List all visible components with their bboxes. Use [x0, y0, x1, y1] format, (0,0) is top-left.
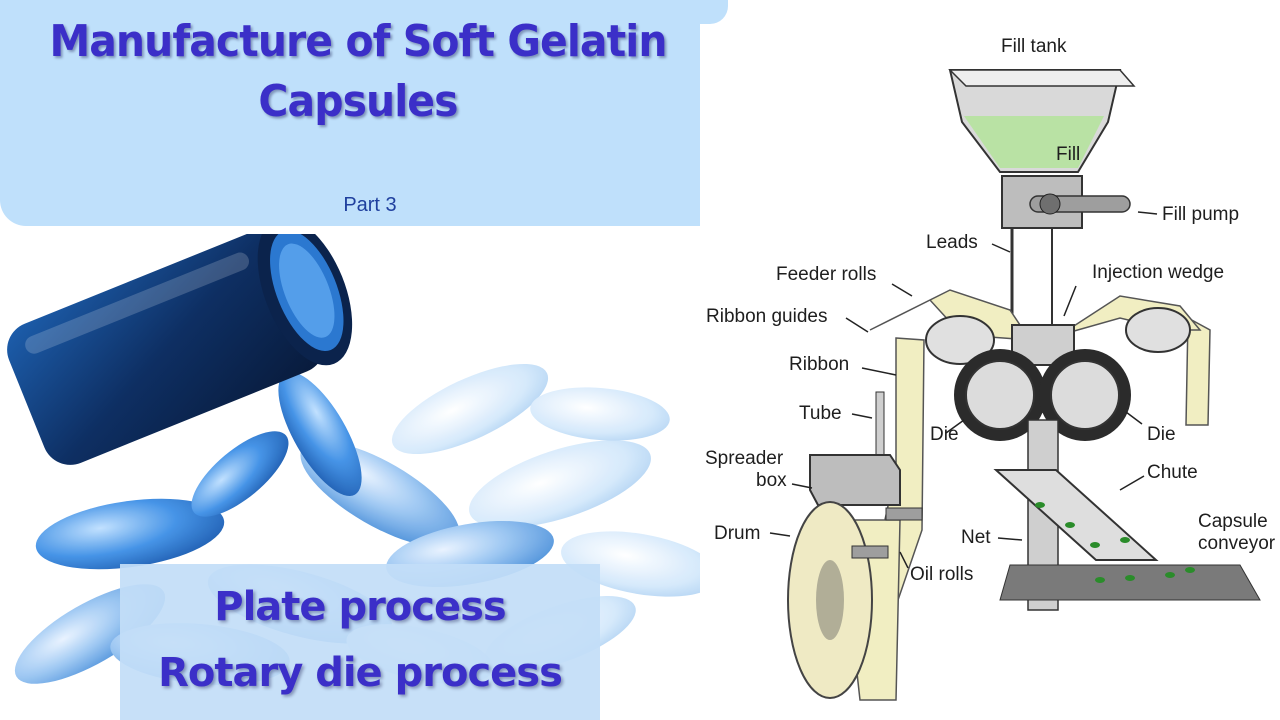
label-fill: Fill — [1056, 144, 1080, 165]
page-title: Manufacture of Soft Gelatin Capsules — [25, 12, 691, 132]
label-conveyor: conveyor — [1198, 533, 1276, 554]
capsule-conveyor — [999, 564, 1261, 601]
label-spreader: Spreader — [705, 448, 784, 469]
label-ribbon: Ribbon — [789, 354, 849, 375]
capsules — [1035, 502, 1195, 583]
die-left — [954, 349, 1046, 441]
process-panel — [120, 564, 600, 720]
label-die-right: Die — [1147, 424, 1176, 445]
label-box: box — [756, 470, 787, 491]
label-ribbon-guides: Ribbon guides — [706, 306, 827, 327]
oil-rolls — [851, 507, 923, 559]
label-feeder-rolls: Feeder rolls — [776, 264, 876, 285]
part-label: Part 3 — [343, 194, 397, 216]
label-fill-tank: Fill tank — [1001, 36, 1067, 57]
drum — [787, 501, 873, 699]
die-right — [1039, 349, 1131, 441]
label-die-left: Die — [930, 424, 959, 445]
label-fill-pump: Fill pump — [1162, 204, 1239, 225]
fill-tank — [948, 69, 1136, 173]
feeder-rolls — [925, 307, 1191, 365]
spreader-box — [809, 454, 901, 506]
label-injection-wedge: Injection wedge — [1092, 262, 1224, 283]
fill-pump — [1001, 175, 1131, 229]
title-line-2: Capsules — [258, 76, 458, 127]
title-banner — [0, 0, 700, 226]
process-item-rotary-die: Rotary die process — [158, 650, 563, 696]
bottle — [7, 234, 353, 465]
label-drum: Drum — [714, 523, 760, 544]
label-leads: Leads — [926, 232, 978, 253]
label-tube: Tube — [799, 403, 842, 424]
label-pointers — [769, 211, 1158, 569]
label-net: Net — [961, 527, 991, 548]
rotary-die-diagram: Fill tank Fill Fill pump Leads Injection… — [705, 36, 1276, 701]
label-oil-rolls: Oil rolls — [910, 564, 973, 585]
process-item-plate: Plate process — [214, 584, 507, 630]
label-chute: Chute — [1147, 462, 1198, 483]
chute — [993, 469, 1159, 561]
tube — [875, 391, 885, 457]
title-line-1: Manufacture of Soft Gelatin — [49, 16, 667, 67]
label-capsule: Capsule — [1198, 511, 1268, 532]
